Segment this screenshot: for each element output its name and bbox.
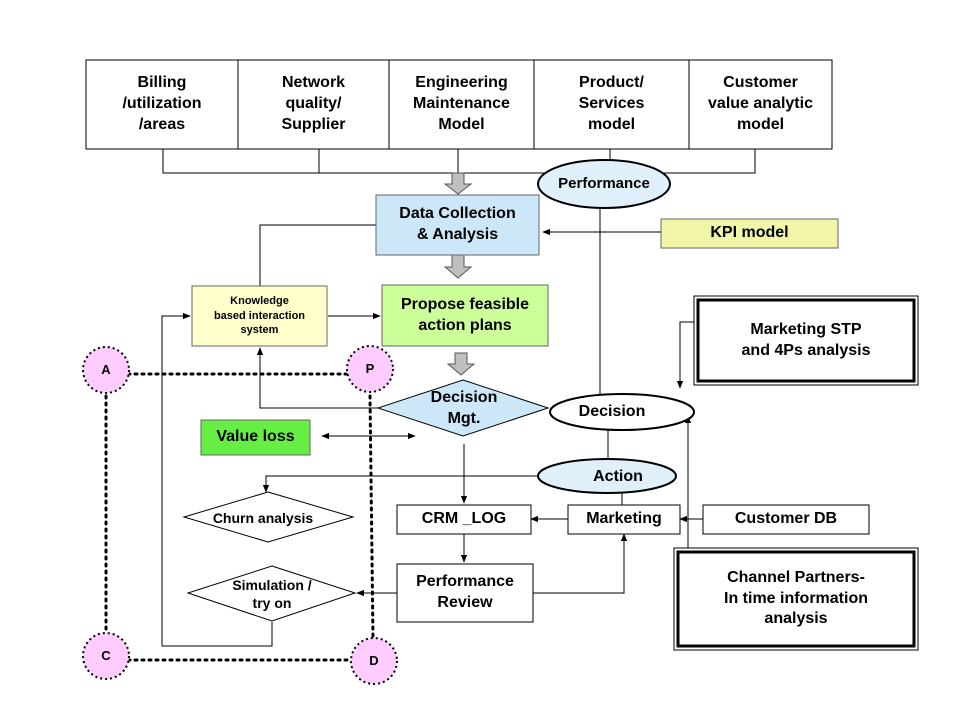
connector-a: A bbox=[101, 361, 111, 377]
marketing-stp-box bbox=[693, 295, 919, 386]
top-box-customer-value: Customer value analytic model bbox=[708, 74, 813, 133]
action-ellipse bbox=[537, 458, 677, 494]
marketing-label: Marketing bbox=[586, 510, 662, 528]
simulation-label: Simulation / try on bbox=[232, 576, 312, 611]
data-collection-box bbox=[375, 194, 540, 256]
performance-review-label: Performance Review bbox=[416, 573, 514, 611]
dotted-connector-lines bbox=[104, 372, 375, 662]
connector-c-circle bbox=[82, 632, 130, 680]
connector-d-circle bbox=[350, 637, 398, 685]
knowledge-box bbox=[191, 285, 328, 347]
channel-partners-box bbox=[673, 547, 919, 651]
crm-log-box bbox=[396, 504, 532, 535]
customer-db-label: Customer DB bbox=[734, 510, 838, 528]
connector-c: C bbox=[101, 647, 111, 663]
decision-ellipse bbox=[549, 393, 695, 431]
dotted-line-p-d bbox=[368, 394, 375, 640]
action-label: Action bbox=[593, 467, 643, 485]
marketing-stp-label: Marketing STP and 4Ps analysis bbox=[741, 320, 871, 359]
top-box-billing: Billing /utilization /areas bbox=[122, 74, 202, 133]
performance-review-box bbox=[396, 563, 534, 623]
crm-log-label: CRM _LOG bbox=[421, 510, 507, 528]
decision-label: Decision bbox=[578, 402, 646, 420]
connector-circles bbox=[82, 345, 398, 685]
churn-label: Churn analysis bbox=[212, 509, 314, 526]
kpi-model-label: KPI model bbox=[710, 224, 789, 242]
propose-label: Propose feasible action plans bbox=[400, 295, 530, 334]
block-arrow-3 bbox=[446, 352, 476, 376]
top-box-engineering: Engineering Maintenance Model bbox=[413, 74, 510, 133]
value-loss-box bbox=[200, 419, 311, 456]
value-loss-label: Value loss bbox=[216, 428, 295, 446]
performance-ellipse bbox=[537, 159, 671, 209]
performance-label: Performance bbox=[558, 175, 650, 193]
channel-partners-label: Channel Partners- In time information an… bbox=[724, 568, 868, 628]
decision-mgt-label: Decision Mgt. bbox=[430, 389, 498, 427]
connector-p-circle bbox=[346, 345, 394, 393]
connector-a-circle bbox=[82, 346, 130, 394]
block-arrows bbox=[443, 172, 476, 376]
connector-d: D bbox=[369, 652, 379, 668]
top-box-product: Product/ Services model bbox=[578, 74, 645, 133]
customer-db-box bbox=[702, 504, 870, 535]
block-arrow-1 bbox=[443, 172, 473, 195]
knowledge-label: Knowledge based interaction system bbox=[213, 294, 306, 337]
data-collection-label: Data Collection & Analysis bbox=[399, 205, 516, 243]
decision-mgt-diamond bbox=[376, 379, 550, 437]
top-row-boxes bbox=[85, 59, 833, 150]
block-arrow-2 bbox=[443, 254, 473, 279]
top-box-network: Network quality/ Supplier bbox=[281, 74, 346, 133]
connector-p: P bbox=[365, 360, 375, 376]
churn-diamond bbox=[182, 491, 355, 543]
kpi-model-box bbox=[660, 218, 839, 249]
propose-box bbox=[381, 284, 549, 347]
simulation-diamond bbox=[186, 565, 357, 622]
marketing-box bbox=[567, 504, 681, 535]
